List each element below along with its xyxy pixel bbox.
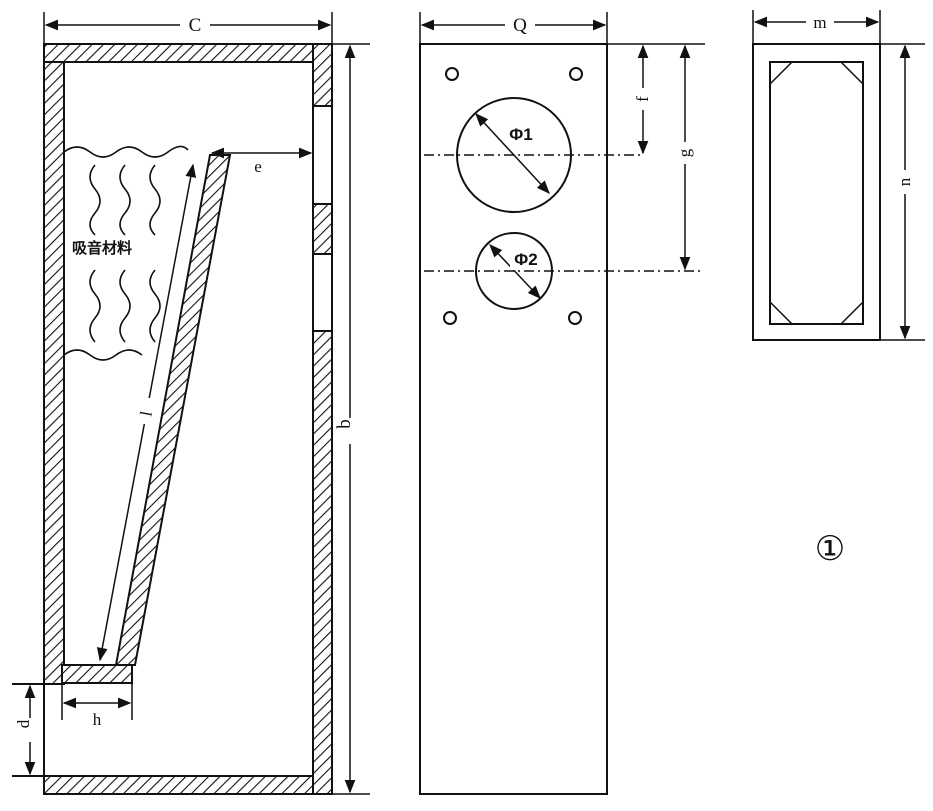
slanted-divider	[114, 154, 232, 666]
dimension-d-label: d	[14, 719, 33, 728]
corner-brace	[769, 61, 794, 86]
left-wall	[43, 43, 65, 685]
right-wall-upper	[312, 43, 333, 107]
front-panel	[419, 43, 608, 795]
dimension-m-label: m	[813, 13, 826, 32]
driver1-label: Φ1	[509, 125, 532, 144]
diameter-phi1	[475, 113, 550, 194]
mounting-hole	[569, 67, 583, 81]
mounting-hole	[568, 311, 582, 325]
mounting-hole	[443, 311, 457, 325]
dimension-c-label: C	[189, 15, 202, 36]
corner-brace	[839, 61, 864, 86]
section-outer	[752, 43, 881, 341]
side-section-view: 吸音材料 C b e l h d	[12, 12, 370, 795]
diameter-phi2	[489, 244, 541, 299]
driver2-label: Φ2	[514, 250, 537, 269]
absorbing-material-top	[63, 145, 189, 158]
cross-section-view: m n	[752, 10, 925, 341]
figure-number: ①	[815, 529, 845, 569]
driver2-cutout	[475, 232, 553, 310]
front-view: Φ1 Φ2 Q f g	[419, 12, 705, 795]
material-label: 吸音材料	[72, 239, 132, 257]
mounting-hole	[445, 67, 459, 81]
right-wall-middle	[312, 203, 333, 255]
absorbing-material-bottom	[63, 349, 143, 361]
driver1-cutout	[456, 97, 572, 213]
dimension-q-label: Q	[513, 15, 527, 36]
dimension-l-label: l	[136, 409, 156, 418]
driver2-opening	[312, 253, 333, 332]
bottom-wall	[43, 775, 333, 795]
top-wall	[43, 43, 333, 63]
bottom-plate	[61, 664, 133, 684]
dimension-f-label: f	[633, 96, 652, 102]
dimension-e-label: e	[254, 157, 262, 176]
dimension-h-label: h	[93, 710, 102, 729]
right-wall-lower	[312, 330, 333, 795]
section-inner	[769, 61, 864, 325]
corner-brace	[839, 300, 864, 325]
corner-brace	[769, 300, 794, 325]
dimension-b-label: b	[334, 419, 355, 429]
driver1-opening	[312, 105, 333, 205]
dimension-n-label: n	[895, 177, 914, 186]
dimension-g-label: g	[675, 148, 694, 157]
